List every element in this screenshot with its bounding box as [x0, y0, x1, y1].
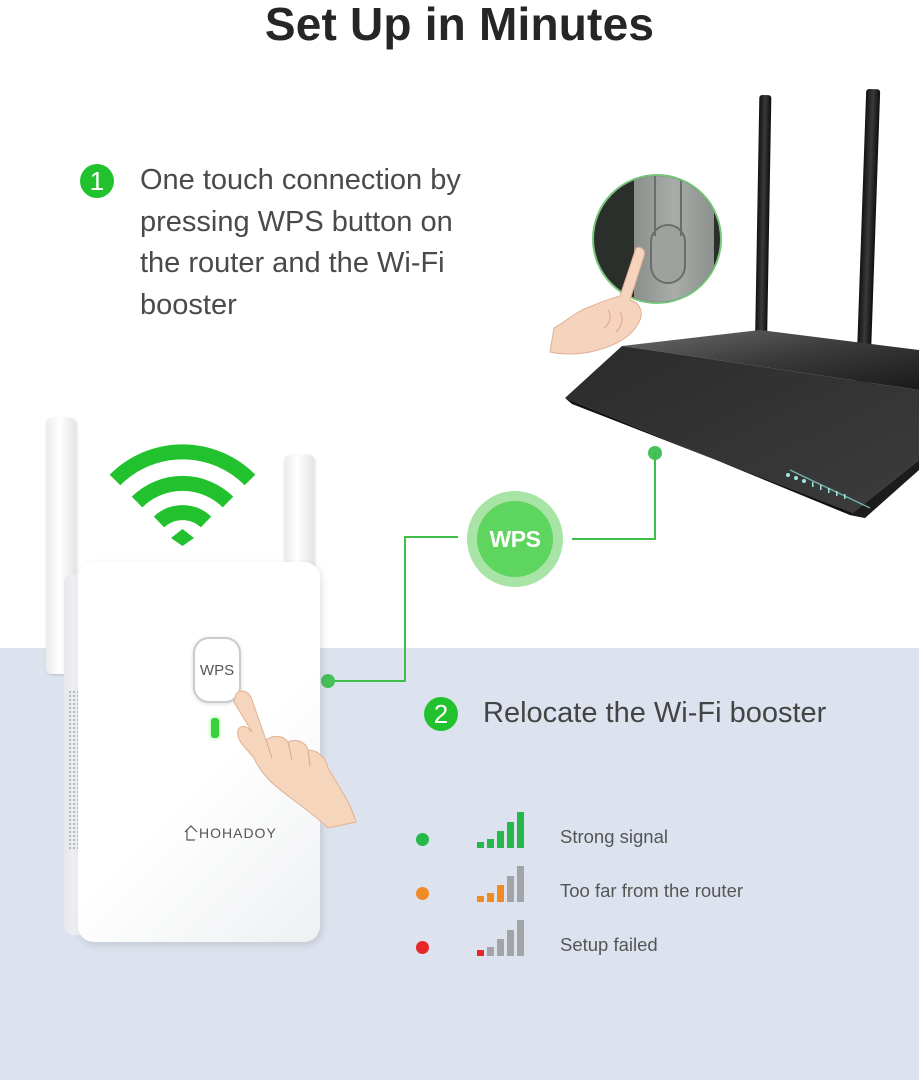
router-connector-vertical: [654, 452, 656, 540]
booster-connector-horizontal-top: [404, 536, 458, 538]
router-connector-horizontal: [572, 538, 656, 540]
legend-label: Setup failed: [560, 934, 658, 955]
wps-badge-label: WPS: [477, 501, 553, 577]
booster-connector-dot: [321, 674, 335, 688]
step-2-number-badge: 2: [424, 697, 458, 731]
step-2-text: Relocate the Wi-Fi booster: [483, 697, 827, 729]
router-wps-button-closeup: [592, 174, 722, 304]
step-1-number-badge: 1: [80, 164, 114, 198]
booster-connector-horizontal-bottom: [334, 680, 406, 682]
legend-item-strong: Strong signal: [416, 812, 668, 852]
signal-bars-3-icon: [477, 864, 524, 902]
status-dot-red-icon: [416, 941, 429, 954]
wps-badge: WPS: [467, 491, 563, 587]
status-dot-green-icon: [416, 833, 429, 846]
booster-wps-button[interactable]: WPS: [193, 637, 241, 703]
booster-connector-vertical: [404, 536, 406, 682]
signal-bars-1-icon: [477, 918, 524, 956]
legend-item-too-far: Too far from the router: [416, 866, 743, 906]
wifi-signal-icon: [109, 444, 256, 546]
booster-brand-text: HOHADOY: [199, 825, 277, 841]
step-1: 1 One touch connection by pressing WPS b…: [80, 164, 500, 326]
booster-brand-logo: HOHADOY: [184, 825, 277, 841]
legend-item-failed: Setup failed: [416, 920, 658, 960]
signal-bars-5-icon: [477, 810, 524, 848]
legend-label: Strong signal: [560, 826, 668, 847]
house-logo-icon: [184, 825, 198, 841]
router-pointing-hand: [549, 247, 645, 355]
step-2: 2 Relocate the Wi-Fi booster: [424, 697, 826, 735]
booster-pointing-hand: [233, 690, 357, 828]
status-dot-orange-icon: [416, 887, 429, 900]
page-title: Set Up in Minutes: [264, 0, 655, 50]
step-1-text: One touch connection by pressing WPS but…: [140, 164, 461, 321]
booster-status-led: [211, 718, 219, 738]
router-body: [565, 330, 919, 518]
legend-label: Too far from the router: [560, 880, 744, 901]
